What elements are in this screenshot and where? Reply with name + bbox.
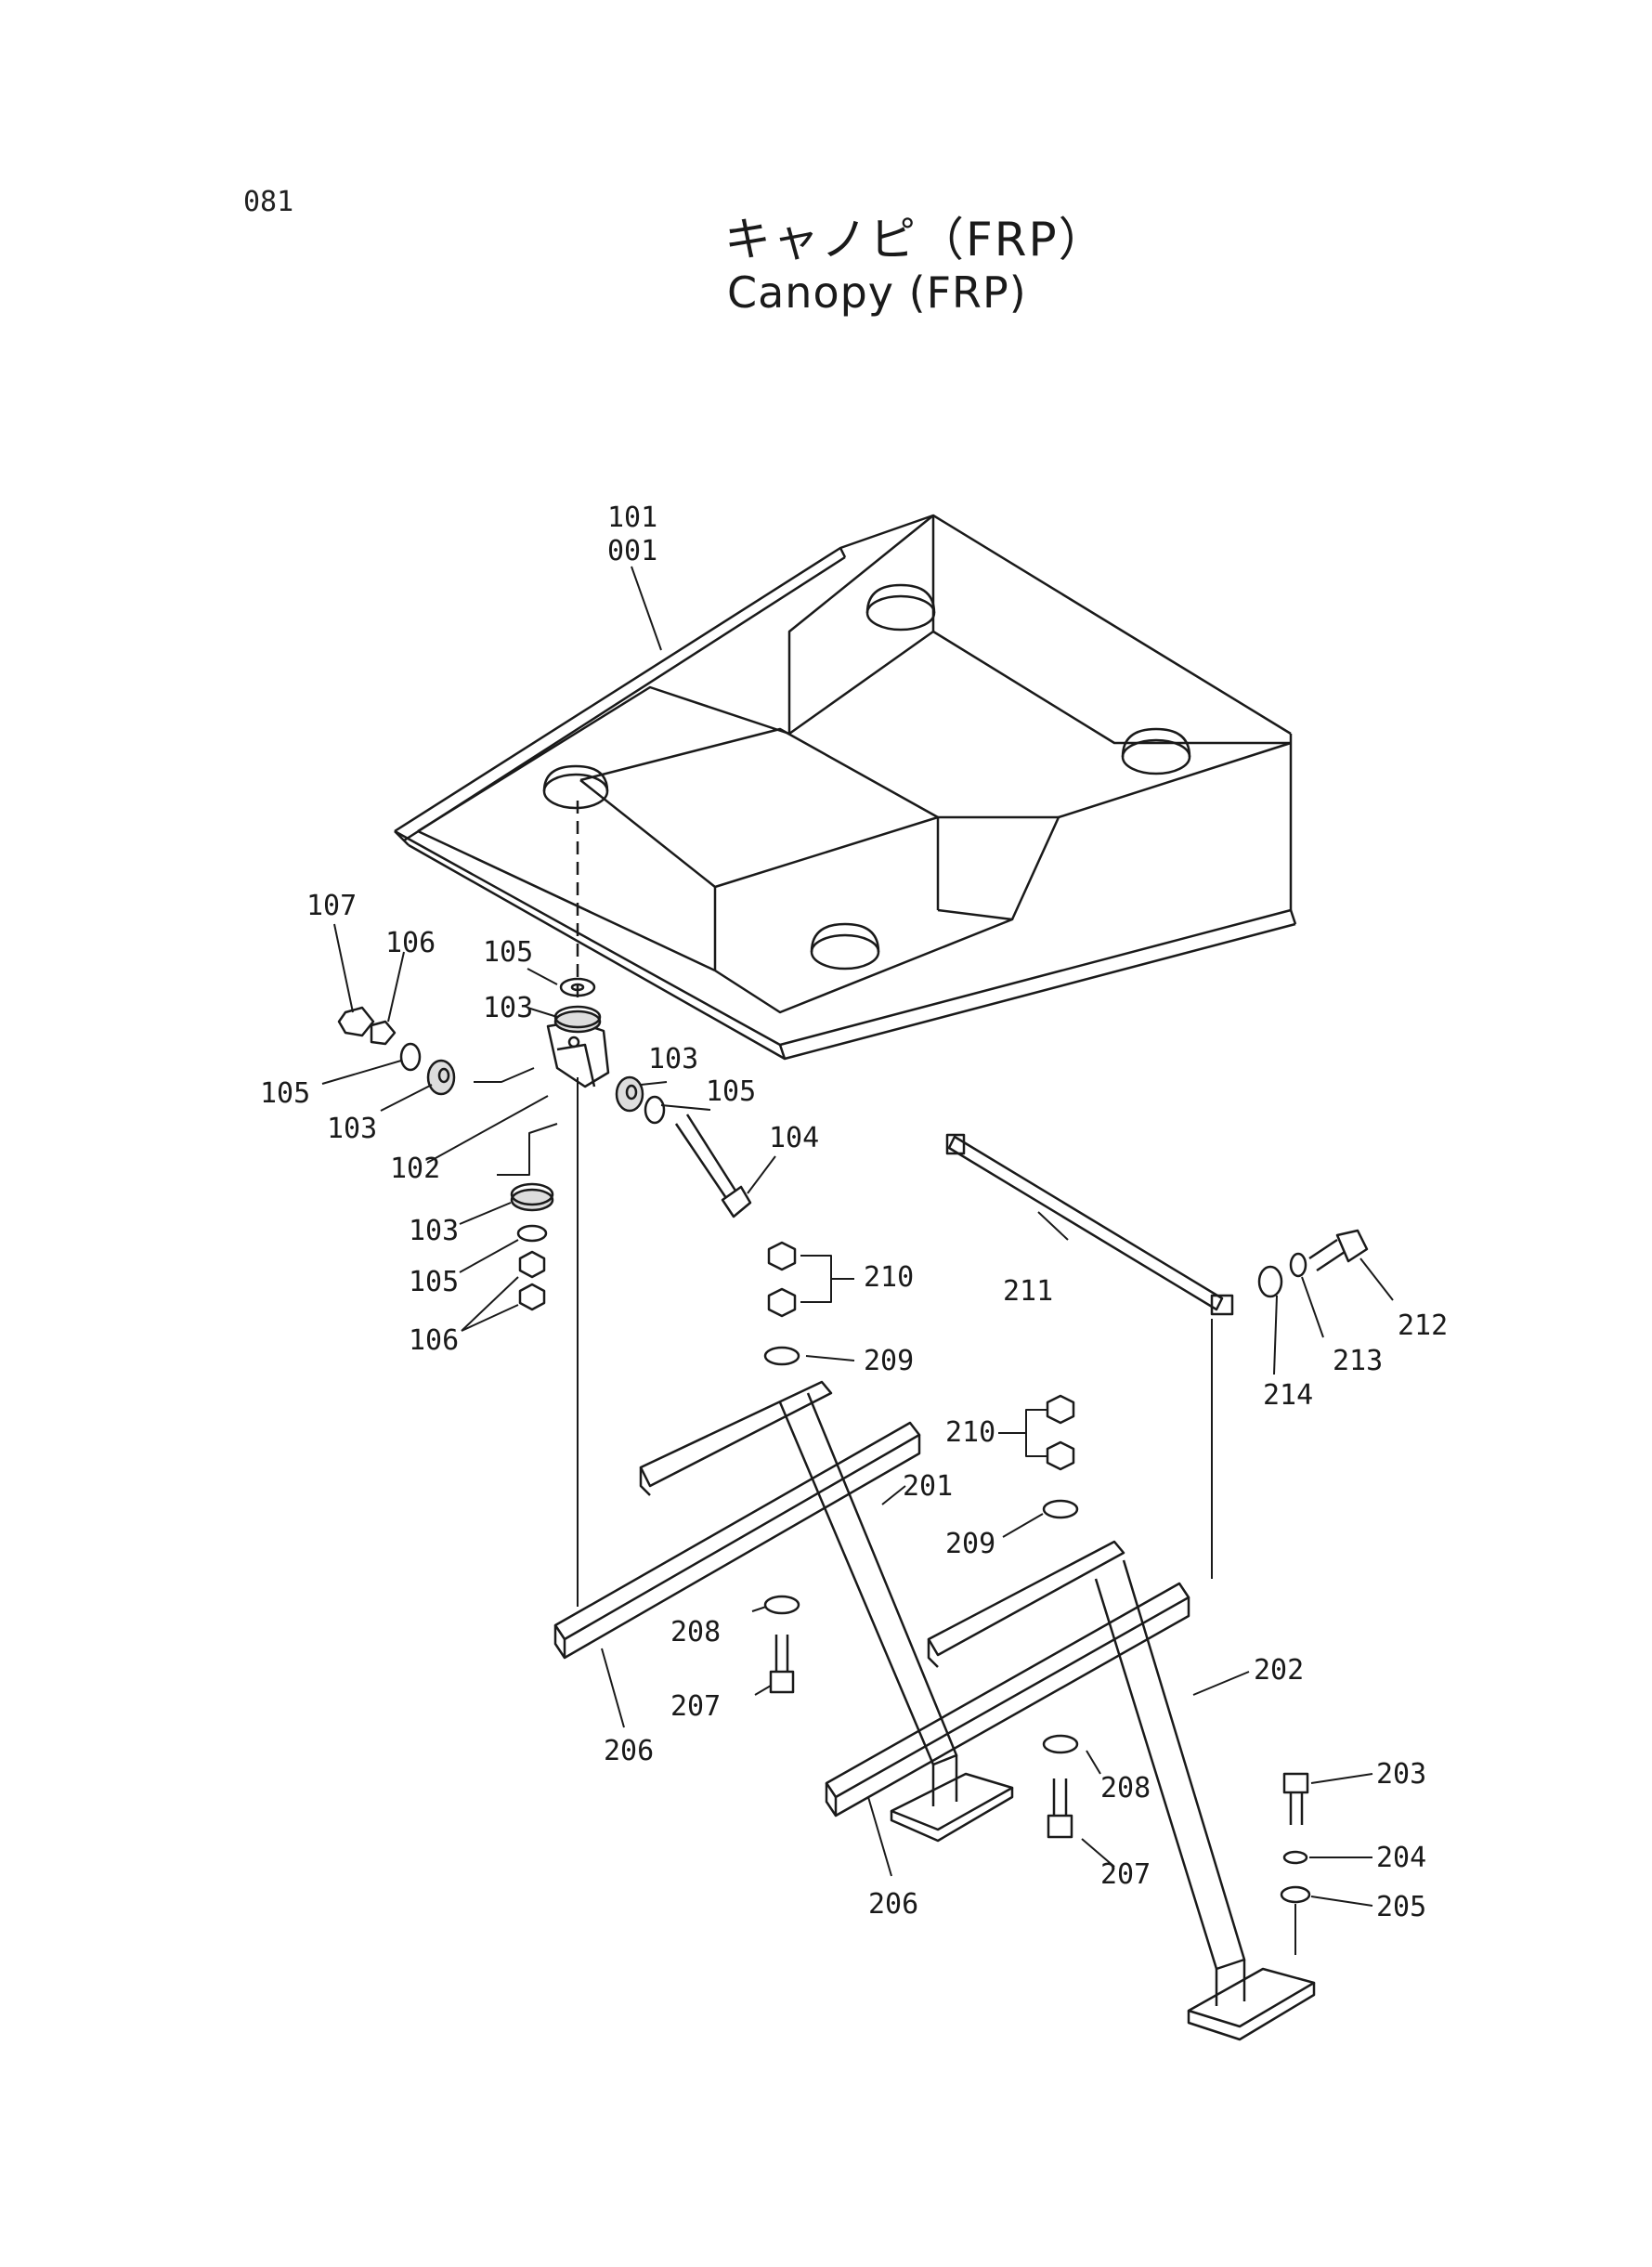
callout-212: 212 (1398, 1309, 1448, 1342)
callout-202: 202 (1254, 1654, 1304, 1687)
callout-105-right: 105 (706, 1075, 756, 1108)
callout-204: 204 (1376, 1842, 1426, 1874)
rubber-mount-103-left (426, 1059, 456, 1096)
washer-105-left (399, 1042, 422, 1072)
washer-214 (1257, 1265, 1283, 1298)
callout-105-top: 105 (483, 936, 533, 969)
callout-208-right: 208 (1100, 1772, 1151, 1804)
nut-210-b1 (1046, 1394, 1075, 1425)
washer-105-right (644, 1095, 666, 1125)
rubber-mount-103-bottom (510, 1182, 554, 1212)
callout-103-right: 103 (648, 1043, 698, 1075)
washer-209-a (763, 1346, 800, 1366)
callout-213: 213 (1333, 1345, 1383, 1377)
callout-105-left: 105 (260, 1077, 310, 1110)
callout-104: 104 (769, 1122, 819, 1154)
rubber-mount-103-top (553, 1005, 602, 1034)
callout-103-left: 103 (327, 1113, 377, 1145)
canopy-roof-panel (394, 514, 1297, 1061)
nut-106-left (370, 1020, 397, 1046)
nut-106-bottom-1 (518, 1250, 546, 1279)
washer-105-top (559, 977, 596, 997)
callout-210-upper: 210 (864, 1261, 914, 1294)
washer-208-a (763, 1595, 800, 1615)
leader-lines (321, 566, 1394, 1907)
callout-101: 101 (607, 502, 657, 534)
page-title-english: Canopy (FRP) (727, 267, 1027, 318)
callout-205: 205 (1376, 1891, 1426, 1923)
callout-107: 107 (306, 890, 357, 922)
nut-210-a1 (767, 1241, 797, 1271)
spring-washer-204 (1282, 1850, 1308, 1865)
callout-207-left: 207 (670, 1690, 721, 1723)
callout-206-right: 206 (868, 1888, 918, 1921)
callout-labels: 101 001 107 106 105 103 105 103 103 105 … (260, 502, 1448, 1923)
washer-209-b (1042, 1499, 1079, 1519)
callout-210-lower: 210 (945, 1416, 995, 1449)
nut-210-a2 (767, 1287, 797, 1318)
washer-105-bottom (516, 1224, 548, 1243)
spring-washer-213 (1289, 1252, 1307, 1278)
callout-103-bottom: 103 (409, 1215, 459, 1247)
bolt-212 (1308, 1229, 1369, 1272)
bolt-207-a (769, 1635, 795, 1694)
callout-102: 102 (390, 1153, 440, 1185)
nut-210-b2 (1046, 1440, 1075, 1471)
nut-106-bottom-2 (518, 1283, 546, 1311)
frame-202 (825, 1540, 1316, 2041)
washer-208-b (1042, 1734, 1079, 1754)
bolt-104 (674, 1114, 752, 1218)
frame-201 (553, 1380, 1014, 1843)
page-number: 081 (243, 186, 294, 218)
callout-209-upper: 209 (864, 1345, 914, 1377)
callout-214: 214 (1263, 1379, 1313, 1412)
callout-206-left: 206 (604, 1735, 654, 1767)
callout-208-left: 208 (670, 1616, 721, 1648)
callout-106-bottom: 106 (409, 1324, 459, 1357)
callout-001: 001 (607, 535, 657, 567)
callout-203: 203 (1376, 1758, 1426, 1791)
bolt-203 (1282, 1772, 1309, 1825)
callout-207-right: 207 (1100, 1858, 1151, 1891)
callout-106-top: 106 (385, 927, 436, 959)
rubber-mount-103-right (615, 1075, 644, 1113)
page-title-japanese: キャノピ（FRP） (724, 213, 1107, 267)
callout-209-lower: 209 (945, 1528, 995, 1560)
callout-103-top: 103 (483, 992, 533, 1024)
stay-211 (945, 1133, 1234, 1316)
callout-105-bottom: 105 (409, 1266, 459, 1298)
nut-107 (337, 1006, 375, 1037)
callout-201: 201 (903, 1470, 953, 1503)
bolt-207-b (1047, 1778, 1073, 1839)
callout-211: 211 (1003, 1275, 1053, 1308)
washer-205 (1280, 1885, 1311, 1904)
